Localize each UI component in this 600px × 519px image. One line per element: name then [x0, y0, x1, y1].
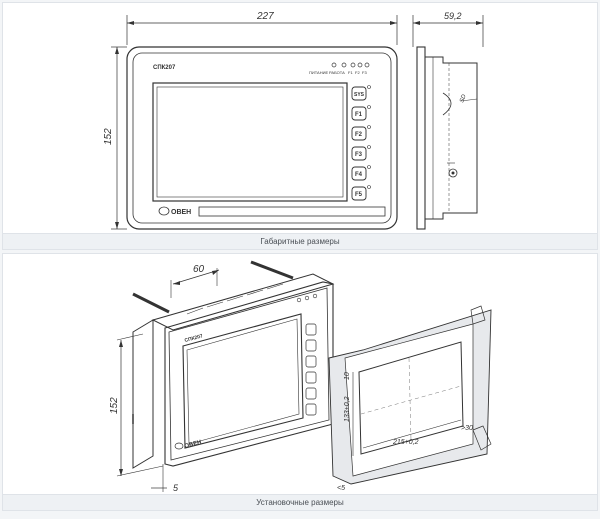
- power-label: ПИТАНИЕ: [309, 70, 328, 75]
- svg-text:F4: F4: [355, 172, 363, 178]
- dim-bottom: 5: [173, 483, 179, 493]
- side-button-f4: F4: [351, 165, 371, 181]
- side-view: SD: [416, 46, 478, 230]
- svg-text:F5: F5: [355, 192, 363, 198]
- model-label-mount: СПК207: [184, 333, 204, 344]
- mounting-cutout: 133+0,2 10 215+0,2 >30 <5: [328, 305, 492, 492]
- f-label-2: F2: [355, 70, 360, 75]
- mounting-drawing-panel: 60 152 5 СПК207: [2, 253, 598, 495]
- caption-mounting: Установочные размеры: [2, 495, 598, 511]
- cut-left-label: <5: [337, 485, 345, 492]
- owen-logo-icon: [158, 206, 170, 216]
- dim-height: 152: [103, 128, 114, 145]
- f-label-3: F3: [362, 70, 367, 75]
- cut-right-label: >30: [461, 425, 473, 432]
- svg-text:SYS: SYS: [354, 92, 365, 98]
- svg-text:F3: F3: [355, 152, 363, 158]
- svg-text:F2: F2: [355, 132, 363, 138]
- sd-label: SD: [459, 93, 468, 104]
- logo-text: ОВЕН: [171, 209, 191, 216]
- mounting-drawing: 60 152 5 СПК207: [109, 260, 492, 493]
- side-button-f1: F1: [351, 105, 371, 121]
- device-perspective: СПК207 ОВЕН: [132, 273, 335, 469]
- side-button-f2: F2: [351, 125, 371, 141]
- dim-depth: 59,2: [444, 11, 462, 21]
- panel-outline: [126, 46, 398, 230]
- dim-width: 227: [256, 11, 274, 22]
- cut-height-label: 133+0,2: [344, 396, 351, 422]
- side-button-f5: F5: [351, 185, 371, 201]
- side-button-f3: F3: [351, 145, 371, 161]
- display-screen: [152, 82, 348, 202]
- dim-height-mount: 152: [109, 397, 120, 414]
- front-view-drawing: 227 152 СПК207 ПИТАНИЕ РАБОТА F1 F2 F: [103, 11, 484, 230]
- mount-screen: [182, 313, 304, 449]
- dimensions-drawing-panel: 227 152 СПК207 ПИТАНИЕ РАБОТА F1 F2 F: [2, 2, 598, 234]
- f-label-1: F1: [348, 70, 353, 75]
- model-label: СПК207: [153, 65, 176, 71]
- logo-text-mount: ОВЕН: [184, 440, 202, 450]
- side-button-sys: SYS: [351, 85, 371, 101]
- cut-radius-label: 10: [344, 372, 351, 380]
- owen-logo-icon-mount: [174, 442, 184, 450]
- caption-dimensions: Габаритные размеры: [2, 234, 598, 250]
- dim-depth-mount: 60: [193, 264, 205, 275]
- cut-width-label: 215+0,2: [392, 439, 419, 446]
- svg-text:F1: F1: [355, 112, 363, 118]
- work-label: РАБОТА: [329, 70, 345, 75]
